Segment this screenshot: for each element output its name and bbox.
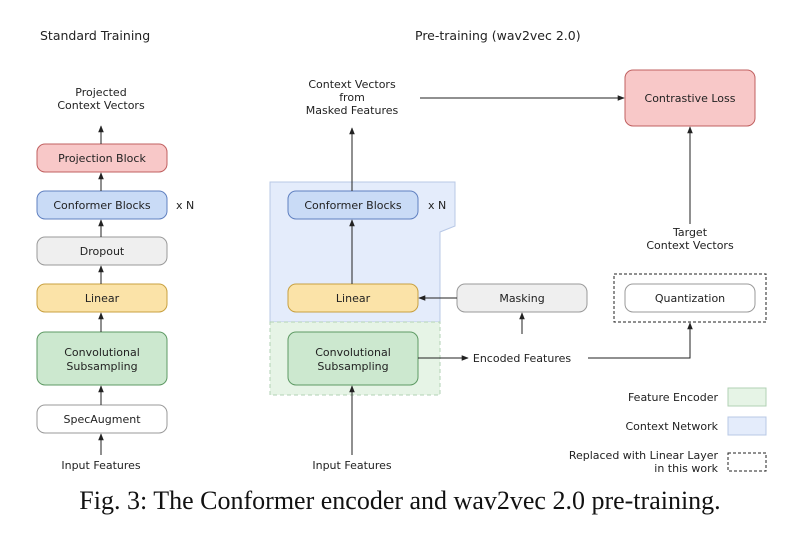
projected-context-vectors-label-line2: Context Vectors bbox=[57, 99, 145, 112]
encoded-features-label: Encoded Features bbox=[473, 352, 571, 365]
legend-replaced-label-line1: Replaced with Linear Layer bbox=[569, 449, 719, 462]
subsampling-label: Subsampling bbox=[66, 360, 137, 373]
pretraining-diagram: Context Vectors from Masked Features Con… bbox=[269, 69, 767, 472]
projection-block-label: Projection Block bbox=[58, 152, 146, 165]
legend-replaced-swatch bbox=[727, 452, 767, 472]
legend-feature-encoder-swatch bbox=[727, 387, 767, 407]
legend: Feature Encoder Context Network Replaced… bbox=[569, 387, 767, 475]
title-pretraining: Pre-training (wav2vec 2.0) bbox=[415, 28, 581, 43]
conformer-blocks-label: Conformer Blocks bbox=[53, 199, 151, 212]
quantization-block bbox=[624, 283, 756, 313]
arrow-encoded-to-quantization bbox=[588, 322, 693, 359]
subsampling-pretrain-label: Subsampling bbox=[317, 360, 388, 373]
linear-pretrain-label: Linear bbox=[336, 292, 371, 305]
legend-context-network-label: Context Network bbox=[625, 420, 718, 433]
target-context-vectors-label-line1: Target bbox=[672, 226, 708, 239]
conformer-blocks-pretrain-label: Conformer Blocks bbox=[304, 199, 402, 212]
specaugment-block bbox=[36, 404, 168, 434]
convolutional-subsampling-block bbox=[36, 331, 168, 386]
quantization-label: Quantization bbox=[655, 292, 725, 305]
contrastive-loss-label: Contrastive Loss bbox=[645, 92, 736, 105]
linear-label: Linear bbox=[85, 292, 120, 305]
projected-context-vectors-label: Projected bbox=[75, 86, 126, 99]
conformer-blocks-pretrain bbox=[287, 190, 419, 220]
dropout-block bbox=[36, 236, 168, 266]
dropout-label: Dropout bbox=[80, 245, 125, 258]
legend-feature-encoder-label: Feature Encoder bbox=[628, 391, 719, 404]
times-n-label: x N bbox=[176, 199, 194, 212]
context-vectors-label-line3: Masked Features bbox=[306, 104, 399, 117]
contrastive-loss-block bbox=[624, 69, 756, 127]
masking-label: Masking bbox=[499, 292, 544, 305]
context-vectors-label-line2: from bbox=[339, 91, 365, 104]
context-vectors-label-line1: Context Vectors bbox=[308, 78, 396, 91]
standard-training-diagram: Projected Context Vectors Projection Blo… bbox=[36, 86, 194, 472]
times-n-pretrain-label: x N bbox=[428, 199, 446, 212]
target-context-vectors-label-line2: Context Vectors bbox=[646, 239, 734, 252]
convolutional-label: Convolutional bbox=[64, 346, 140, 359]
linear-block bbox=[36, 283, 168, 313]
conformer-blocks bbox=[36, 190, 168, 220]
input-features-label-pretrain: Input Features bbox=[312, 459, 392, 472]
linear-block-pretrain bbox=[287, 283, 419, 313]
figure-caption: Fig. 3: The Conformer encoder and wav2ve… bbox=[79, 486, 721, 515]
legend-replaced-label-line2: in this work bbox=[654, 462, 718, 475]
title-standard-training: Standard Training bbox=[40, 28, 150, 43]
input-features-label-standard: Input Features bbox=[61, 459, 141, 472]
projection-block bbox=[36, 143, 168, 173]
legend-context-network-swatch bbox=[727, 416, 767, 436]
convolutional-pretrain-label: Convolutional bbox=[315, 346, 391, 359]
specaugment-label: SpecAugment bbox=[63, 413, 141, 426]
replaced-dashed-box bbox=[613, 273, 767, 323]
